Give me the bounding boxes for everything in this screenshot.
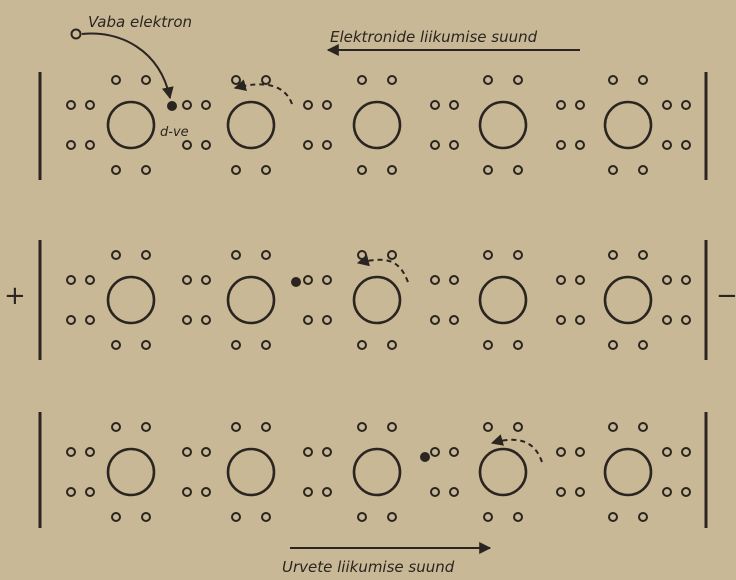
hole-dot-icon-row2 bbox=[291, 277, 301, 287]
hole-direction-label: Urvete liikumise suund bbox=[282, 558, 455, 576]
plus-sign: + bbox=[4, 281, 26, 311]
hole-dot-icon bbox=[167, 101, 177, 111]
free-electron-label: Vaba elektron bbox=[88, 13, 192, 31]
hole-symbol-label: d-ve bbox=[160, 125, 189, 140]
minus-sign: − bbox=[716, 281, 736, 311]
hole-dot-icon-row3 bbox=[420, 452, 430, 462]
electron-direction-label: Elektronide liikumise suund bbox=[330, 28, 538, 46]
